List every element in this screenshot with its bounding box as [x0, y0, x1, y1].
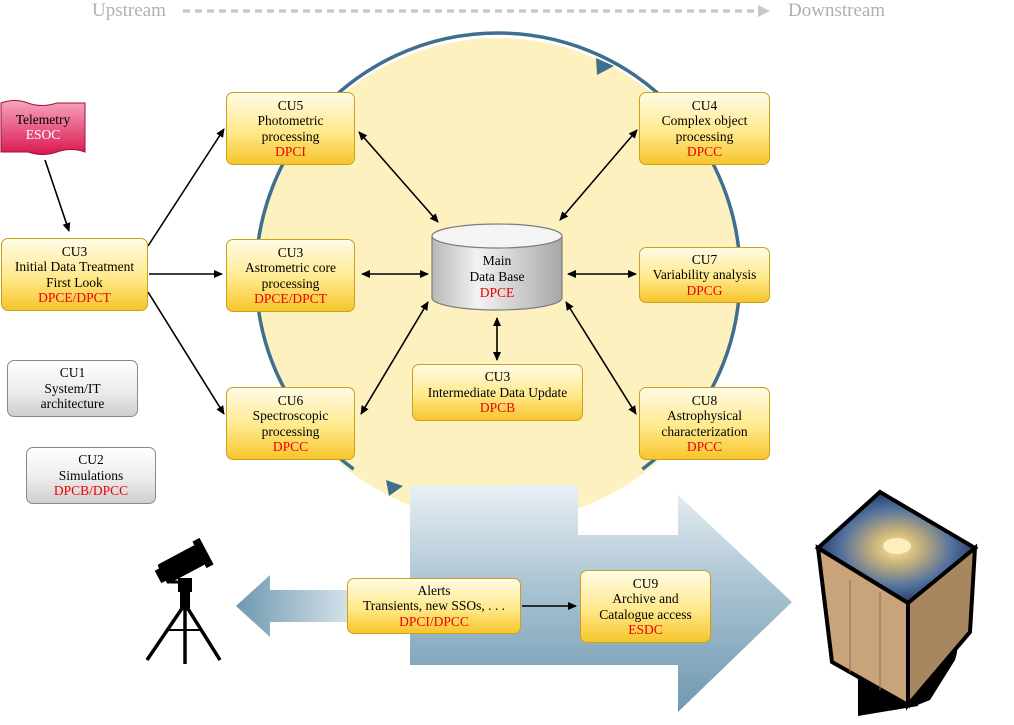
cu6-spectroscopic-box: CU6 Spectroscopic processing DPCC: [226, 387, 355, 460]
unit-line: Simulations: [58, 467, 124, 483]
cu1-system-it-box: CU1 System/IT architecture: [7, 360, 138, 417]
arrow-cu4-db: [559, 129, 638, 221]
unit-line: processing: [261, 423, 320, 439]
arrow-cu8-db: [565, 301, 637, 415]
unit-code: CU7: [691, 251, 718, 267]
telemetry-title: Telemetry: [15, 112, 71, 127]
database-line2: Data Base: [469, 269, 525, 284]
unit-line: First Look: [46, 274, 103, 290]
unit-line: characterization: [661, 423, 748, 439]
arrow-cu5-db: [358, 131, 439, 223]
cu5-photometric-box: CU5 Photometric processing DPCI: [226, 92, 355, 165]
unit-line: Spectroscopic: [252, 408, 329, 423]
unit-line: architecture: [40, 396, 105, 412]
telemetry-flag-icon: [0, 100, 86, 155]
unit-line: processing: [675, 128, 734, 144]
unit-code: Alerts: [417, 582, 451, 598]
unit-line: Photometric: [257, 113, 324, 128]
cu3-astrometric-box: CU3 Astrometric core processing DPCE/DPC…: [226, 239, 355, 312]
unit-code: CU6: [277, 392, 304, 408]
unit-code: CU2: [78, 452, 104, 468]
cu9-archive-box: CU9 Archive and Catalogue access ESDC: [580, 570, 711, 643]
cu4-complex-object-box: CU4 Complex object processing DPCC: [639, 92, 770, 165]
telemetry-label: Telemetry ESOC: [1, 112, 85, 142]
telemetry-org: ESOC: [25, 127, 61, 142]
database-org: DPCE: [479, 285, 515, 300]
unit-org: DPCC: [272, 439, 309, 454]
arrow-cu6-db: [360, 301, 429, 415]
arrow-cu3-to-cu6: [147, 291, 225, 415]
unit-line: processing: [261, 275, 320, 291]
unit-org: DPCB: [479, 400, 516, 416]
unit-code: CU9: [632, 575, 659, 591]
arrow-telemetry-to-cu3: [44, 159, 71, 232]
database-cylinder-icon: [431, 223, 563, 311]
unit-org: DPCB/DPCC: [53, 483, 129, 499]
unit-line: Archive and: [612, 591, 679, 606]
cycle-arrowhead-bottom: [386, 480, 403, 496]
cycle-arrowhead-top: [596, 58, 614, 75]
database-line1: Main: [482, 253, 512, 268]
unit-code: CU4: [691, 97, 718, 113]
database-label: Main Data Base DPCE: [432, 253, 562, 301]
unit-line: Complex object: [661, 113, 748, 128]
unit-org: DPCC: [686, 439, 723, 454]
cu8-astrophysical-box: CU8 Astrophysical characterization DPCC: [639, 387, 770, 460]
cu3-initial-data-treatment-box: CU3 Initial Data Treatment First Look DP…: [1, 238, 148, 311]
unit-line: Catalogue access: [599, 606, 692, 622]
unit-org: DPCI/DPCC: [399, 613, 469, 629]
alerts-flow-arrow: [236, 575, 350, 637]
unit-org: DPCE/DPCT: [254, 291, 327, 306]
telescope-icon: [145, 537, 222, 664]
cu7-variability-box: CU7 Variability analysis DPCG: [639, 247, 770, 303]
unit-code: CU3: [61, 243, 88, 259]
unit-code: CU3: [484, 369, 511, 385]
unit-line: System/IT: [44, 380, 101, 396]
unit-code: CU3: [277, 244, 304, 260]
unit-org: DPCI: [275, 144, 306, 159]
unit-code: CU8: [691, 392, 718, 408]
archive-cube-icon: [814, 489, 979, 716]
unit-line: Astrophysical: [667, 408, 742, 423]
unit-line: Variability analysis: [652, 267, 757, 283]
unit-line: processing: [261, 128, 320, 144]
unit-line: Astrometric core: [244, 260, 337, 275]
cu2-simulations-box: CU2 Simulations DPCB/DPCC: [26, 447, 156, 504]
unit-line: Initial Data Treatment: [14, 259, 135, 274]
unit-org: DPCC: [686, 144, 723, 159]
unit-code: CU1: [59, 365, 86, 381]
downstream-label: Downstream: [788, 0, 886, 21]
unit-org: DPCG: [686, 282, 723, 298]
arrow-cu3-to-cu5: [147, 128, 225, 247]
unit-line: Intermediate Data Update: [427, 384, 568, 400]
cu3-intermediate-data-update-box: CU3 Intermediate Data Update DPCB: [412, 364, 583, 421]
unit-org: ESDC: [628, 622, 663, 637]
upstream-label: Upstream: [92, 0, 166, 21]
unit-org: DPCE/DPCT: [38, 290, 111, 305]
unit-code: CU5: [277, 97, 304, 113]
alerts-box: Alerts Transients, new SSOs, . . . DPCI/…: [347, 578, 521, 634]
unit-line: Transients, new SSOs, . . .: [362, 598, 506, 614]
